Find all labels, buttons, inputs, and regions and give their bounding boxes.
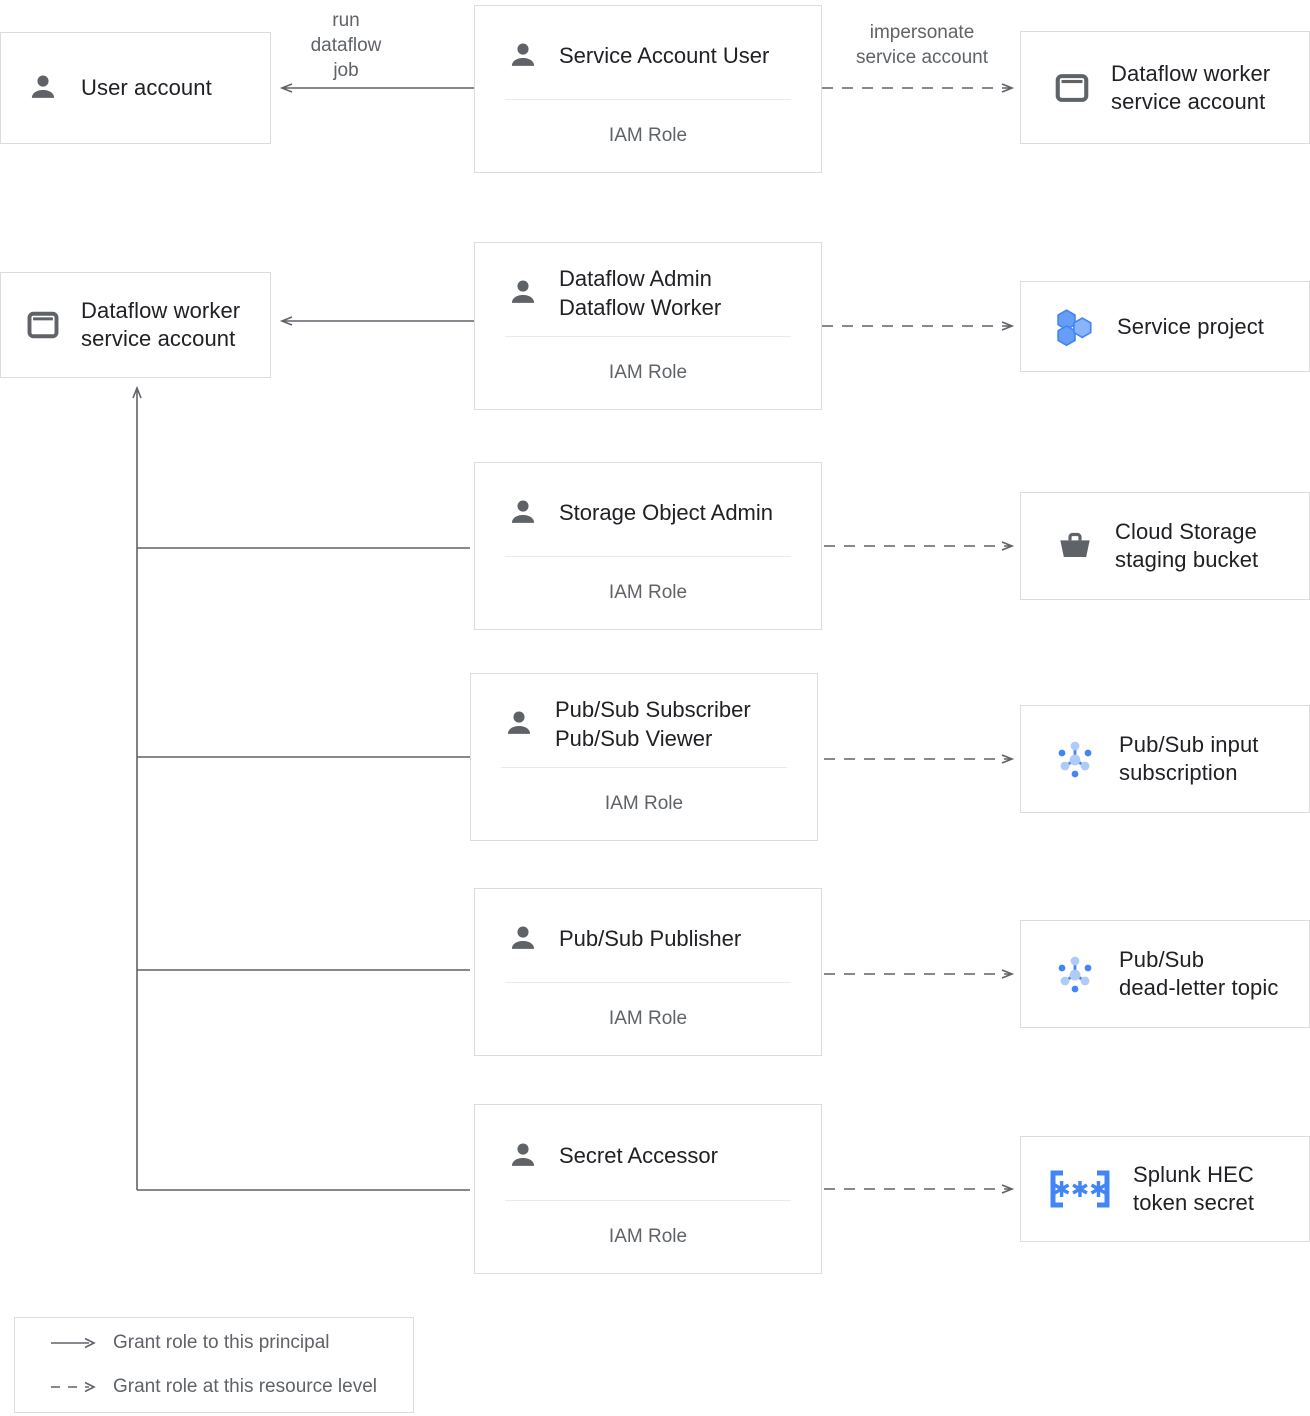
role-card-dataflow-admin-worker[interactable]: Dataflow Admin Dataflow Worker IAM Role (474, 242, 822, 410)
divider (505, 1200, 791, 1201)
principal-user-account[interactable]: User account (0, 32, 271, 144)
resource-cloud-storage-staging-bucket[interactable]: Cloud Storage staging bucket (1020, 492, 1310, 600)
resource-label: Dataflow worker service account (1111, 60, 1271, 114)
role-title: Pub/Sub Publisher (559, 926, 742, 951)
divider (505, 556, 791, 557)
role-card-pubsub-publisher[interactable]: Pub/Sub Publisher IAM Role (474, 888, 822, 1056)
project-hexagons-icon (1055, 306, 1097, 348)
person-icon (505, 921, 541, 957)
role-title: Secret Accessor (559, 1143, 718, 1168)
role-header: Secret Accessor (475, 1105, 821, 1200)
edge-label-impersonate-service-account: impersonate service account (855, 22, 988, 68)
role-title: Storage Object Admin (559, 500, 774, 525)
principal-label: User account (81, 75, 212, 100)
role-header: Service Account User (475, 6, 821, 99)
legend: Grant role to this principal Grant role … (14, 1317, 414, 1413)
resource-splunk-hec-token-secret[interactable]: ✱✱✱ Splunk HEC token secret (1020, 1136, 1310, 1242)
legend-item-grant-role-to-principal: Grant role to this principal (15, 1321, 413, 1365)
role-header: Pub/Sub Subscriber Pub/Sub Viewer (471, 674, 817, 767)
resource-service-project[interactable]: Service project (1020, 281, 1310, 372)
role-title: Service Account User (559, 43, 770, 68)
divider (501, 767, 787, 768)
role-header: Storage Object Admin (475, 463, 821, 556)
resource-dataflow-worker-service-account[interactable]: Dataflow worker service account (1020, 31, 1310, 144)
legend-label: Grant role at this resource level (113, 1376, 378, 1397)
dashed-arrow-icon (49, 1380, 113, 1394)
legend-item-grant-role-at-resource-level: Grant role at this resource level (15, 1365, 413, 1409)
service-account-icon (25, 307, 61, 343)
divider (505, 99, 791, 100)
role-card-pubsub-subscriber-viewer[interactable]: Pub/Sub Subscriber Pub/Sub Viewer IAM Ro… (470, 673, 818, 841)
edge-label-run-dataflow-job: run dataflow job (310, 10, 382, 81)
role-header: Pub/Sub Publisher (475, 889, 821, 982)
principal-dataflow-worker-service-account[interactable]: Dataflow worker service account (0, 272, 271, 378)
role-title: Pub/Sub Subscriber Pub/Sub Viewer (555, 696, 751, 751)
person-icon (505, 495, 541, 531)
resource-label: Pub/Sub input subscription (1119, 732, 1259, 785)
person-icon (25, 70, 61, 106)
svg-text:✱✱✱: ✱✱✱ (1052, 1177, 1107, 1202)
role-card-service-account-user[interactable]: Service Account User IAM Role (474, 5, 822, 173)
legend-label: Grant role to this principal (113, 1332, 330, 1353)
pubsub-icon (1051, 735, 1099, 783)
role-footer-label: IAM Role (608, 582, 688, 603)
resource-label: Cloud Storage staging bucket (1115, 519, 1259, 572)
resource-label: Service project (1117, 313, 1265, 339)
secret-manager-icon: ✱✱✱ (1047, 1167, 1113, 1211)
resource-label: Pub/Sub dead-letter topic (1119, 947, 1279, 1000)
divider (505, 336, 791, 337)
storage-bucket-icon (1055, 526, 1095, 566)
service-account-icon (1053, 69, 1091, 107)
resource-pubsub-input-subscription[interactable]: Pub/Sub input subscription (1020, 705, 1310, 813)
role-footer-label: IAM Role (604, 793, 684, 814)
role-footer-label: IAM Role (608, 125, 688, 146)
pubsub-icon (1051, 950, 1099, 998)
person-icon (505, 275, 541, 311)
role-footer-label: IAM Role (608, 1008, 688, 1029)
principal-label: Dataflow worker service account (81, 298, 241, 351)
resource-pubsub-dead-letter-topic[interactable]: Pub/Sub dead-letter topic (1020, 920, 1310, 1028)
role-header: Dataflow Admin Dataflow Worker (475, 243, 821, 336)
role-card-secret-accessor[interactable]: Secret Accessor IAM Role (474, 1104, 822, 1274)
person-icon (501, 706, 537, 742)
person-icon (505, 1138, 541, 1174)
solid-arrow-icon (49, 1336, 113, 1350)
divider (505, 982, 791, 983)
resource-label: Splunk HEC token secret (1133, 1162, 1255, 1215)
role-footer-label: IAM Role (608, 1226, 688, 1247)
person-icon (505, 38, 541, 74)
role-card-storage-object-admin[interactable]: Storage Object Admin IAM Role (474, 462, 822, 630)
role-footer-label: IAM Role (608, 362, 688, 383)
role-title: Dataflow Admin Dataflow Worker (559, 265, 722, 320)
